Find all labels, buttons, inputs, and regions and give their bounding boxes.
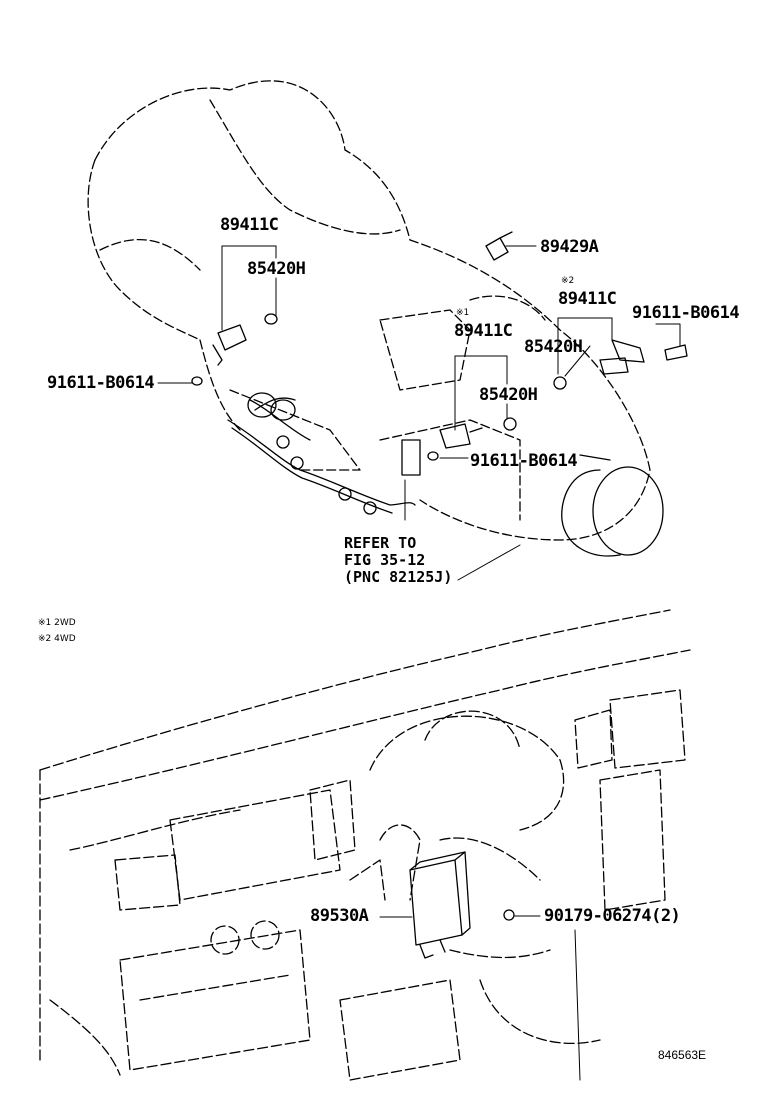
speed-sensor-4wd [553,339,688,390]
control-module [409,851,515,959]
speed-sensor-left [191,313,278,386]
output-housing [561,454,664,557]
note-mark-2: ※2 [561,276,575,286]
leader-lines-bottom [379,915,581,1081]
part-label-89411c-left[interactable]: 89411C [220,215,279,235]
ref-line-1: REFER TO [344,534,417,552]
wire-harness [227,392,416,515]
diagram-code: 846563E [658,1048,707,1062]
part-label-89411c-2wd[interactable]: 89411C [454,321,513,341]
ref-line-3[interactable]: (PNC 82125J) [344,568,453,586]
part-label-91611-center[interactable]: 91611-B0614 [470,451,578,471]
part-label-89429a[interactable]: 89429A [540,237,599,257]
part-label-89411c-4wd[interactable]: 89411C [558,289,617,309]
part-label-85420h-2wd[interactable]: 85420H [479,385,538,405]
note-mark-1: ※1 [456,308,470,318]
instrument-panel [39,609,691,1081]
speed-sensor-2wd [401,417,517,476]
transmission-housing [87,80,651,541]
part-label-85420h-4wd[interactable]: 85420H [524,337,583,357]
part-label-89530a[interactable]: 89530A [310,906,369,926]
part-label-91611-left[interactable]: 91611-B0614 [47,373,155,393]
note-4wd: ※2 4WD [38,634,76,644]
part-label-91611-right[interactable]: 91611-B0614 [632,303,740,323]
pressure-switch [485,231,513,261]
part-label-85420h-left[interactable]: 85420H [247,259,306,279]
leader-lines-top [157,245,681,581]
part-label-90179[interactable]: 90179-06274(2) [544,906,681,926]
note-2wd: ※1 2WD [38,618,76,628]
ref-line-2[interactable]: FIG 35-12 [344,551,426,569]
